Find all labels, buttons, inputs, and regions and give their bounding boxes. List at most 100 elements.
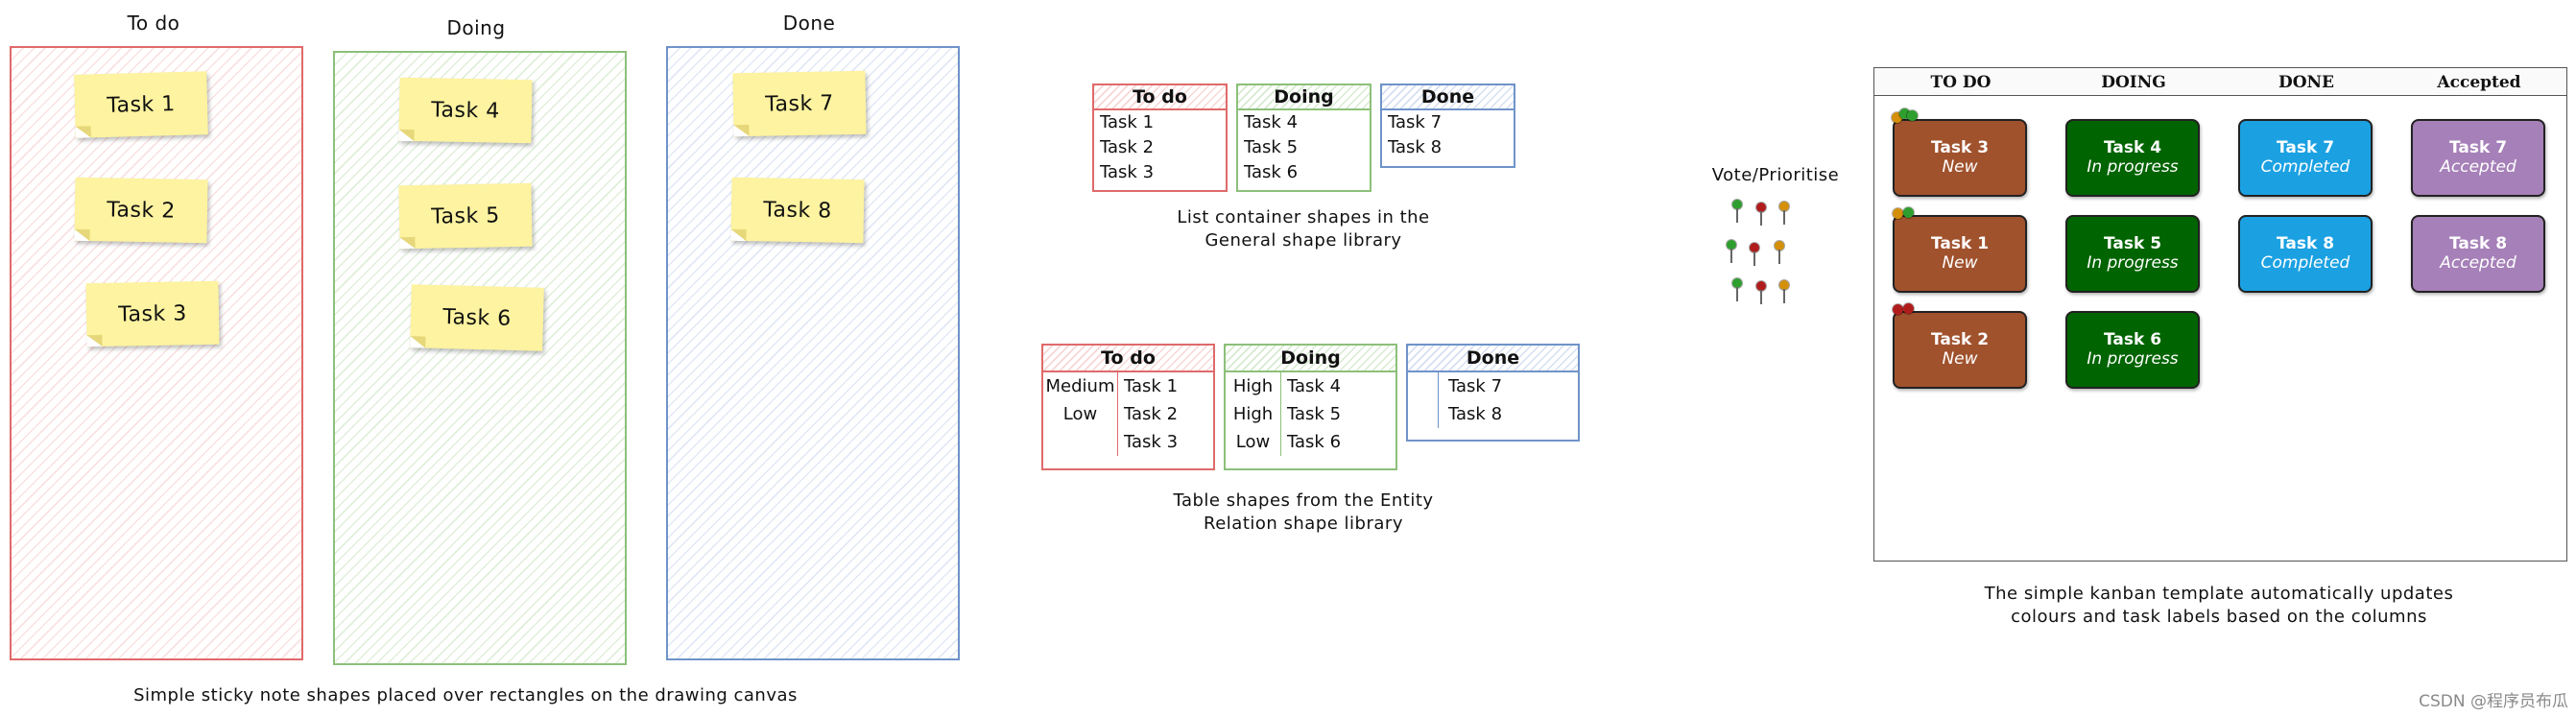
- watermark: CSDN @程序员布瓜: [2419, 692, 2568, 711]
- priority-cell: Medium: [1043, 372, 1118, 400]
- green-vote-dot-icon[interactable]: [1903, 207, 1914, 218]
- card-status: In progress: [2087, 253, 2179, 273]
- orange-pin-icon[interactable]: [1779, 280, 1789, 303]
- table-header: Done: [1408, 346, 1578, 372]
- done-list-container[interactable]: Done Task 7 Task 8: [1380, 84, 1515, 168]
- sticky-note[interactable]: Task 2: [74, 177, 208, 244]
- orange-vote-dot-icon[interactable]: [1893, 208, 1903, 219]
- kanban-card[interactable]: Task 8 Completed: [2238, 215, 2373, 293]
- kanban-caption-line2: colours and task labels based on the col…: [2011, 607, 2427, 627]
- list-item[interactable]: Task 8: [1388, 137, 1443, 157]
- table-row[interactable]: Low Task 6: [1226, 428, 1395, 456]
- task-cell: Task 5: [1287, 404, 1342, 424]
- priority-cell: Low: [1226, 428, 1281, 456]
- kanban-card[interactable]: Task 5 In progress: [2065, 215, 2200, 293]
- orange-pin-icon[interactable]: [1779, 202, 1789, 225]
- table-row[interactable]: Task 8: [1408, 400, 1578, 428]
- sticky-note[interactable]: Task 5: [398, 182, 533, 250]
- kanban-header-done: DONE: [2278, 73, 2335, 92]
- card-title: Task 4: [2103, 138, 2162, 157]
- list-item[interactable]: Task 2: [1100, 137, 1155, 157]
- kanban-card[interactable]: Task 3 New: [1893, 119, 2027, 197]
- table-row[interactable]: Task 3: [1043, 428, 1213, 456]
- kanban-card[interactable]: Task 2 New: [1893, 311, 2027, 389]
- sticky-note[interactable]: Task 7: [732, 70, 867, 137]
- sticky-board-caption: Simple sticky note shapes placed over re…: [133, 685, 798, 705]
- vote-label: Vote/Prioritise: [1711, 165, 1840, 185]
- list-item[interactable]: Task 4: [1244, 112, 1299, 132]
- green-vote-dot-icon[interactable]: [1899, 108, 1910, 119]
- table-shapes-caption-line2: Relation shape library: [1204, 514, 1403, 534]
- sticky-note[interactable]: Task 8: [730, 177, 865, 244]
- kanban-card[interactable]: Task 6 In progress: [2065, 311, 2200, 389]
- kanban-header: TO DO DOING DONE Accepted: [1874, 68, 2566, 96]
- card-title: Task 5: [2103, 234, 2162, 253]
- task-cell: Task 6: [1287, 432, 1342, 452]
- doing-list-container[interactable]: Doing Task 4 Task 5 Task 6: [1236, 84, 1371, 192]
- card-title: Task 7: [2448, 138, 2508, 157]
- kanban-header-doing: DOING: [2101, 73, 2166, 92]
- sticky-note[interactable]: Task 3: [85, 280, 220, 347]
- card-status: Accepted: [2440, 157, 2516, 177]
- sticky-note[interactable]: Task 6: [410, 284, 544, 351]
- priority-cell: [1043, 428, 1118, 456]
- red-pin-icon[interactable]: [1756, 203, 1766, 226]
- todo-column-title: To do: [127, 12, 180, 35]
- card-status: In progress: [2087, 157, 2179, 177]
- orange-vote-dot-icon[interactable]: [1892, 112, 1902, 123]
- list-item[interactable]: Task 7: [1388, 112, 1443, 132]
- red-vote-dot-icon[interactable]: [1903, 303, 1914, 314]
- list-header: Doing: [1238, 85, 1370, 110]
- priority-cell: High: [1226, 372, 1281, 400]
- kanban-card[interactable]: Task 7 Completed: [2238, 119, 2373, 197]
- red-vote-dot-icon[interactable]: [1893, 304, 1903, 315]
- doing-column-title: Doing: [446, 16, 506, 39]
- kanban-header-todo: TO DO: [1930, 73, 1992, 92]
- task-cell: Task 2: [1124, 404, 1179, 424]
- table-row[interactable]: Task 7: [1408, 372, 1578, 400]
- card-status: Accepted: [2440, 253, 2516, 273]
- red-pin-icon[interactable]: [1756, 281, 1766, 304]
- kanban-card[interactable]: Task 4 In progress: [2065, 119, 2200, 197]
- todo-column-rectangle[interactable]: [10, 46, 303, 660]
- orange-pin-icon[interactable]: [1775, 241, 1784, 264]
- kanban-card[interactable]: Task 8 Accepted: [2411, 215, 2545, 293]
- card-status: New: [1942, 157, 1978, 177]
- todo-list-container[interactable]: To do Task 1 Task 2 Task 3: [1092, 84, 1228, 192]
- red-pin-icon[interactable]: [1750, 243, 1759, 266]
- task-cell: Task 3: [1124, 432, 1179, 452]
- task-cell: Task 1: [1124, 376, 1179, 396]
- list-header: To do: [1094, 85, 1226, 110]
- list-item[interactable]: Task 1: [1100, 112, 1155, 132]
- task-cell: Task 7: [1448, 376, 1503, 396]
- green-pin-icon[interactable]: [1727, 240, 1736, 263]
- card-title: Task 2: [1930, 330, 1990, 349]
- list-item[interactable]: Task 5: [1244, 137, 1299, 157]
- sticky-note[interactable]: Task 1: [74, 71, 208, 138]
- doing-column-rectangle[interactable]: [333, 51, 627, 665]
- done-table[interactable]: Done Task 7 Task 8: [1406, 344, 1580, 442]
- list-item[interactable]: Task 6: [1244, 162, 1299, 182]
- list-item[interactable]: Task 3: [1100, 162, 1155, 182]
- done-column-title: Done: [782, 12, 836, 35]
- green-pin-icon[interactable]: [1732, 278, 1742, 301]
- kanban-card[interactable]: Task 7 Accepted: [2411, 119, 2545, 197]
- table-shapes-caption-line1: Table shapes from the Entity: [1173, 490, 1434, 511]
- green-vote-dot-icon[interactable]: [1907, 110, 1918, 121]
- table-row[interactable]: Medium Task 1: [1043, 372, 1213, 400]
- green-pin-icon[interactable]: [1732, 200, 1742, 223]
- list-shapes-caption-line1: List container shapes in the: [1177, 207, 1430, 227]
- priority-cell: Low: [1043, 400, 1118, 428]
- table-row[interactable]: Low Task 2: [1043, 400, 1213, 428]
- kanban-card[interactable]: Task 1 New: [1893, 215, 2027, 293]
- card-title: Task 3: [1930, 138, 1990, 157]
- sticky-note[interactable]: Task 4: [398, 77, 533, 144]
- card-status: Completed: [2260, 157, 2350, 177]
- kanban-template[interactable]: TO DO DOING DONE Accepted Task 3 New Tas…: [1873, 67, 2567, 562]
- card-status: Completed: [2260, 253, 2350, 273]
- done-column-rectangle[interactable]: [666, 46, 960, 660]
